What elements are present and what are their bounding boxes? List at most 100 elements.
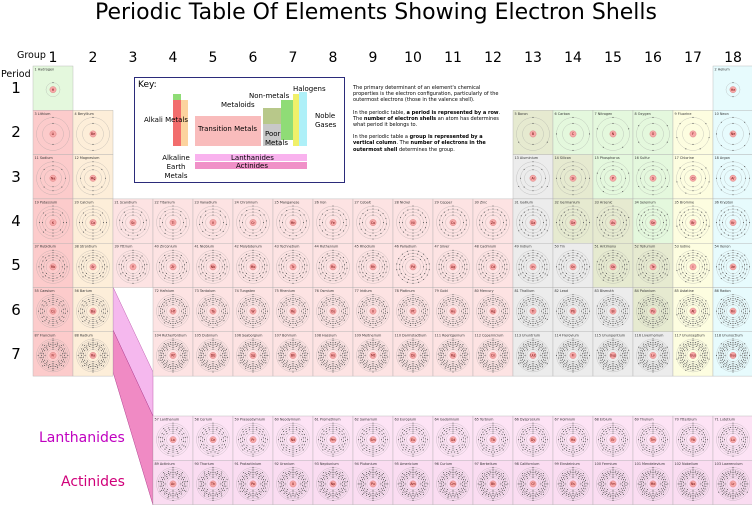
element-name: 85 Astatine (675, 289, 694, 293)
element-symbol: Ti (171, 221, 175, 225)
element-symbol: H (52, 88, 55, 92)
element-symbol: Cs (51, 309, 55, 313)
group-number-11: 11 (444, 50, 462, 66)
info-paragraph-2: In the periodic table, a period is repre… (353, 109, 501, 129)
element-name: 15 Phosphorus (595, 156, 620, 160)
element-name: 70 Ytterbium (675, 418, 698, 422)
element-name: 90 Thorium (195, 462, 215, 466)
element-symbol: F (692, 132, 694, 136)
key-label-alkaline: Alkaline Earth Metals (162, 154, 190, 180)
category-key: Key: Alkali Metals Alkaline Earth Metals… (134, 77, 345, 183)
element-symbol: Db (211, 354, 215, 358)
element-symbol: Cm (450, 482, 455, 486)
element-name: 48 Cadmium (475, 245, 497, 249)
element-symbol: He (731, 88, 735, 92)
element-symbol: Re (291, 309, 295, 313)
element-symbol: Xe (731, 265, 735, 269)
element-symbol: Fm (611, 482, 616, 486)
group-number-15: 15 (604, 50, 622, 66)
element-symbol: Es (571, 482, 575, 486)
element-symbol: Cr (251, 221, 255, 225)
element-name: 35 Bromine (675, 200, 695, 204)
element-name: 92 Uranium (275, 462, 296, 466)
period-number-7: 7 (11, 344, 21, 363)
element-name: 18 Argon (715, 156, 730, 160)
info-text: The primary determinant of an element's … (353, 85, 505, 159)
element-name: 110 Darmstadtium (395, 333, 428, 337)
group-number-8: 8 (328, 50, 338, 66)
group-number-6: 6 (248, 50, 258, 66)
element-symbol: Pu (371, 482, 375, 486)
key-label-poor: Poor Metals (265, 130, 288, 147)
element-name: 93 Neptunium (315, 462, 340, 466)
element-name: 26 Iron (315, 200, 327, 204)
element-name: 49 Indium (515, 245, 533, 249)
element-name: 80 Mercury (475, 289, 494, 293)
element-symbol: Ga (531, 221, 535, 225)
element-name: 36 Krypton (715, 200, 734, 204)
key-swatch-lanthanides (195, 154, 307, 161)
element-symbol: S (652, 176, 654, 180)
group-number-17: 17 (684, 50, 702, 66)
element-name: 38 Strontium (75, 245, 98, 249)
element-symbol: U (292, 482, 295, 486)
element-symbol: Tm (649, 438, 655, 442)
key-swatch-actinides (195, 162, 307, 169)
page-title: Periodic Table Of Elements Showing Elect… (94, 0, 657, 25)
element-name: 54 Xenon (715, 245, 731, 249)
element-symbol: Lv (651, 354, 655, 358)
element-name: 65 Terbium (475, 418, 495, 422)
element-name: 46 Palladium (395, 245, 418, 249)
element-symbol: Am (410, 482, 415, 486)
element-symbol: Zr (171, 265, 175, 269)
element-name: 95 Americium (395, 462, 419, 466)
element-symbol: Sc (131, 221, 135, 225)
element-symbol: Sm (370, 438, 375, 442)
element-name: 53 Iodine (675, 245, 691, 249)
element-name: 45 Rhodium (355, 245, 376, 249)
element-symbol: Cn (491, 354, 495, 358)
element-symbol: N (612, 132, 615, 136)
element-name: 97 Berkelium (475, 462, 498, 466)
